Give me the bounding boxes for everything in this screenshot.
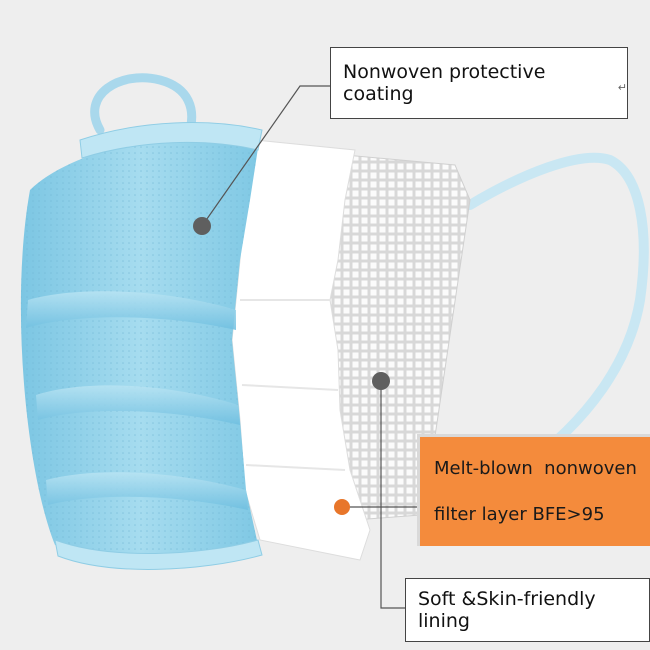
- mask-bottom-edge: [54, 539, 263, 570]
- filter-layer-pleat-shadows: [240, 299, 346, 471]
- paragraph-mark: ↵: [617, 80, 627, 94]
- callout-dot-coating: [193, 217, 211, 235]
- mask-top-edge: [79, 122, 263, 159]
- outer-mask-pleats: [26, 291, 248, 510]
- ear-loop-left: [90, 73, 197, 135]
- label-lining-text: Soft &Skin-friendly lining: [418, 588, 596, 632]
- label-filter-line2: filter layer BFE>95: [434, 504, 605, 526]
- callout-dot-filter: [334, 499, 350, 515]
- label-filter-line1: Melt-blown nonwoven: [434, 457, 637, 479]
- callout-dot-lining: [372, 372, 390, 390]
- leader-line-coating: [201, 85, 330, 227]
- label-nonwoven-coating: Nonwoven protective coating ↵: [330, 47, 628, 119]
- ear-loop-right: [465, 152, 649, 475]
- label-meltblown-filter: Melt-blown nonwoven filter layer BFE>95: [417, 434, 650, 546]
- leader-line-lining: [380, 381, 405, 609]
- label-skin-friendly-lining: Soft &Skin-friendly lining: [405, 578, 650, 642]
- label-coating-text: Nonwoven protective coating: [343, 61, 546, 105]
